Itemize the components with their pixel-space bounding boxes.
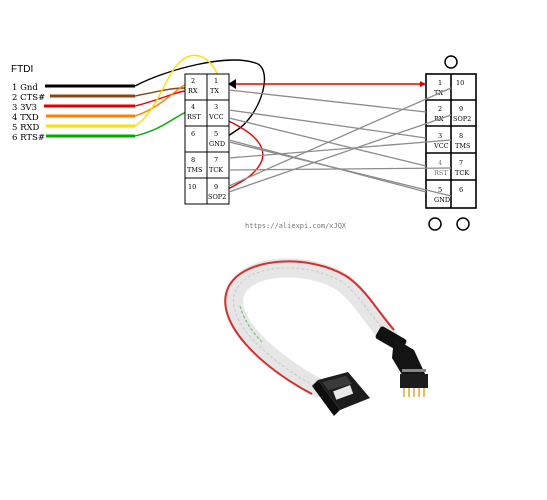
ftdi-pin-label-5: 5 RXD bbox=[12, 123, 40, 133]
left-header: 2 RX 1 TX 4 RST 3 VCC 6 5 GND 8 TMS 7 TC… bbox=[184, 73, 236, 205]
ribbon-cable bbox=[224, 258, 398, 398]
rh-num-5: 5 bbox=[438, 186, 442, 194]
rh-num-8: 8 bbox=[459, 132, 463, 140]
left-header-labels: 2 RX 1 TX 4 RST 3 VCC 6 5 GND 8 TMS 7 TC… bbox=[187, 77, 226, 201]
lh-num-6: 6 bbox=[191, 130, 195, 138]
rh-name-gnd: GND bbox=[434, 196, 450, 204]
ftdi-pin-label-4: 4 TXD bbox=[12, 113, 39, 123]
lh-num-8: 8 bbox=[191, 156, 195, 164]
watermark: https://aliexpi.com/xJQX bbox=[245, 222, 347, 230]
lh-name-tx: TX bbox=[210, 87, 219, 95]
ribbon-cable-shade bbox=[233, 267, 389, 389]
pogo-pin-clip bbox=[375, 326, 428, 397]
lh-name-sop2: SOP2 bbox=[208, 193, 226, 201]
ftdi-pin-label-6: 6 RTS# bbox=[12, 133, 45, 143]
red-arrow-icon bbox=[420, 81, 426, 87]
cable-print bbox=[239, 305, 263, 343]
lh-num-2: 2 bbox=[191, 77, 195, 85]
lh-name-tck: TCK bbox=[209, 166, 223, 174]
rh-num-10: 10 bbox=[456, 79, 464, 87]
rh-num-7: 7 bbox=[459, 159, 463, 167]
mount-hole-top bbox=[444, 55, 458, 69]
right-header: 1 TX 10 2 RX 9 SOP2 3 VCC 8 TMS 4 RST 7 … bbox=[425, 55, 477, 231]
lh-num-4: 4 bbox=[191, 103, 195, 111]
lh-name-tms: TMS bbox=[187, 166, 202, 174]
idc-connector bbox=[312, 372, 370, 416]
rh-num-1: 1 bbox=[438, 79, 442, 87]
cable-photo bbox=[224, 258, 428, 416]
lh-name-gnd: GND bbox=[209, 140, 225, 148]
gray-wire-sop2 bbox=[228, 114, 452, 193]
ftdi-curved-wires bbox=[134, 54, 266, 193]
gray-wires bbox=[228, 87, 452, 197]
lh-num-3: 3 bbox=[214, 103, 218, 111]
rh-name-tms: TMS bbox=[455, 142, 470, 150]
ftdi-pin-label-1: 1 Gnd bbox=[12, 83, 38, 93]
lh-name-rst: RST bbox=[187, 113, 201, 121]
lh-num-9: 9 bbox=[214, 183, 218, 191]
lh-num-5: 5 bbox=[214, 130, 218, 138]
rh-num-6: 6 bbox=[459, 186, 463, 194]
mount-hole-bottom-right bbox=[456, 217, 470, 231]
ftdi-pin-labels: 1 Gnd 2 CTS# 3 3V3 4 TXD 5 RXD 6 RTS# bbox=[12, 83, 45, 143]
gray-wire-6 bbox=[228, 141, 452, 197]
mount-hole-bottom-left bbox=[428, 217, 442, 231]
wire-rts-curve bbox=[134, 111, 187, 137]
lh-num-10: 10 bbox=[188, 183, 196, 191]
wire-red-vcc-curve bbox=[221, 117, 264, 193]
wire-txd-curve bbox=[134, 83, 187, 117]
wire-gnd-curve bbox=[134, 59, 266, 141]
rh-num-9: 9 bbox=[459, 105, 463, 113]
lh-num-1: 1 bbox=[214, 77, 218, 85]
wire-rxd-curve bbox=[134, 54, 221, 127]
arrow-icon bbox=[228, 79, 236, 89]
gray-wire-10 bbox=[228, 87, 452, 187]
ftdi-pin-label-2: 2 CTS# bbox=[12, 93, 45, 103]
gray-wire-rx bbox=[228, 89, 427, 113]
ribbon-red-stripe bbox=[224, 260, 395, 395]
gray-wire-tms bbox=[228, 139, 452, 159]
lh-name-rx: RX bbox=[188, 87, 198, 95]
rh-name-sop2: SOP2 bbox=[453, 115, 471, 123]
rh-num-4: 4 bbox=[438, 159, 442, 167]
lh-num-7: 7 bbox=[214, 156, 218, 164]
gray-wire-vcc bbox=[228, 109, 427, 139]
ftdi-wire-stubs bbox=[44, 84, 135, 138]
rh-num-3: 3 bbox=[438, 132, 442, 140]
rh-num-2: 2 bbox=[438, 105, 442, 113]
rh-name-vcc: VCC bbox=[433, 142, 449, 150]
wire-3v3-curve bbox=[134, 90, 186, 107]
ftdi-title: FTDI bbox=[11, 64, 33, 75]
rh-name-tck: TCK bbox=[455, 169, 469, 177]
rh-name-rst: RST bbox=[434, 169, 448, 177]
lh-name-vcc: VCC bbox=[208, 113, 224, 121]
ftdi-pin-label-3: 3 3V3 bbox=[12, 103, 37, 113]
